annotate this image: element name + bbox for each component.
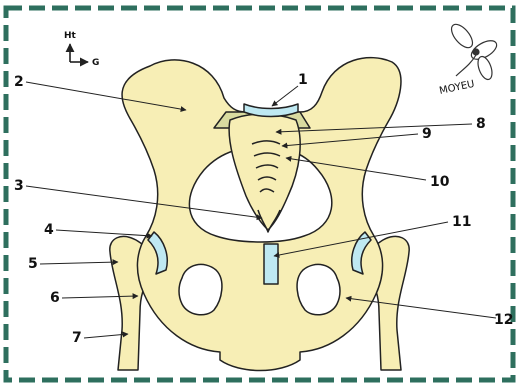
label-1: 1 — [298, 72, 308, 88]
label-4: 4 — [44, 222, 54, 238]
label-3: 3 — [14, 178, 24, 194]
pubic-symphysis — [264, 244, 278, 284]
logo: MOYEU — [438, 21, 499, 97]
left-obturator-foramen — [179, 264, 222, 314]
label-11: 11 — [452, 214, 471, 230]
label-6: 6 — [50, 290, 60, 306]
label-12: 12 — [494, 312, 513, 328]
logo-text: MOYEU — [438, 79, 475, 97]
up-label: Ht — [64, 31, 77, 41]
label-2: 2 — [14, 74, 24, 90]
label-8: 8 — [476, 116, 486, 132]
lumbosacral-disc — [244, 104, 298, 117]
label-7: 7 — [72, 330, 82, 346]
label-10: 10 — [430, 174, 450, 190]
label-9: 9 — [422, 126, 432, 142]
propeller-icon — [448, 21, 500, 82]
right-label: G — [92, 58, 99, 68]
orientation-indicator: Ht G — [64, 31, 99, 68]
right-obturator-foramen — [297, 264, 340, 314]
label-5: 5 — [28, 256, 38, 272]
